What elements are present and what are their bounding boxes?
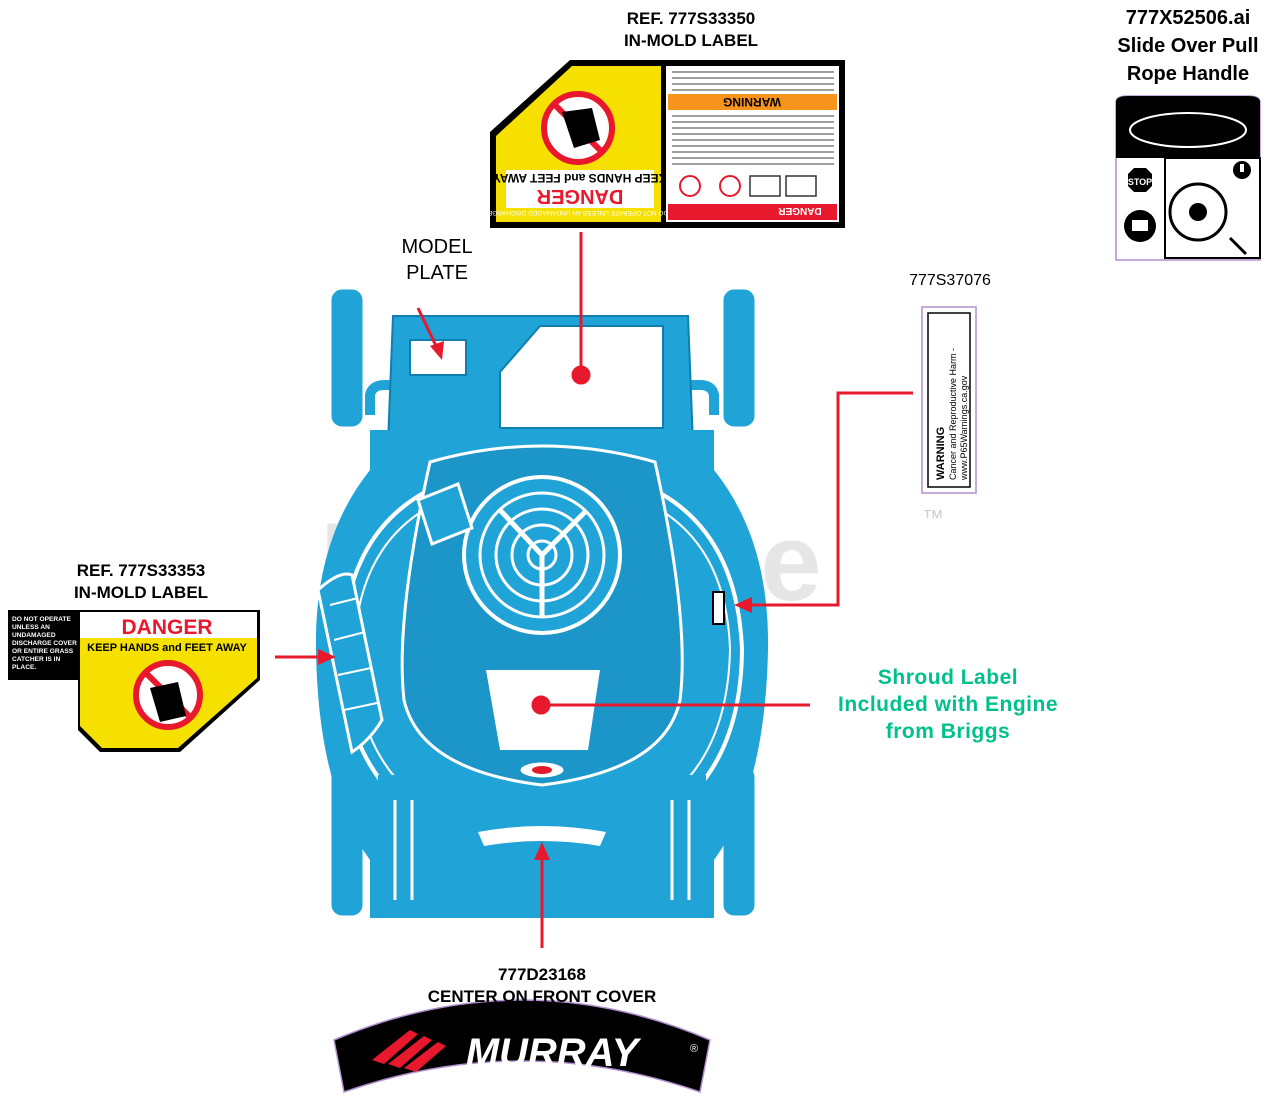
shroud-line-2: Included with Engine	[838, 693, 1058, 716]
side-label-ref: REF. 777S33353	[76, 561, 206, 580]
shroud-line-1: Shroud Label	[877, 666, 1019, 689]
top-label-dot	[571, 365, 591, 385]
prop65-label-slot	[712, 591, 725, 625]
side-discharge-chute	[316, 572, 384, 755]
top-danger-decal: KEEP HANDS and FEET AWAY DANGER DO NOT O…	[487, 60, 845, 228]
shroud-label-callout: Shroud Label Included with Engine from B…	[808, 664, 1088, 745]
svg-text:www.P65Warnings.ca.gov: www.P65Warnings.ca.gov	[959, 375, 969, 481]
prop65-arrowhead	[734, 597, 752, 613]
handle-callout: 777X52506.ai Slide Over Pull Rope Handle	[1098, 4, 1278, 88]
handle-file: 777X52506.ai	[1125, 7, 1251, 29]
chute-ribs	[329, 597, 378, 711]
top-label-ref: REF. 777S33350	[626, 9, 756, 28]
prop65-leader	[752, 391, 913, 607]
svg-text:KEEP HANDS and FEET AWAY: KEEP HANDS and FEET AWAY	[87, 642, 247, 654]
pull-rope-handle-decal: STOP	[1115, 95, 1261, 261]
murray-front-decal: MURRAY ®	[333, 999, 711, 1093]
side-label-type: IN-MOLD LABEL	[73, 583, 209, 602]
svg-text:PLACE.: PLACE.	[12, 664, 36, 671]
watermark-tm: ™	[922, 505, 944, 530]
stop-sign-text: STOP	[1128, 177, 1152, 187]
shroud-line-3: from Briggs	[885, 720, 1011, 743]
model-plate-arrowhead	[430, 341, 444, 360]
recoil-blades	[498, 508, 587, 617]
front-vents	[393, 800, 691, 900]
handle-desc-1: Slide Over Pull	[1117, 35, 1259, 57]
svg-text:DANGER: DANGER	[778, 205, 822, 216]
svg-text:DANGER: DANGER	[121, 616, 212, 639]
handle-desc-2: Rope Handle	[1126, 63, 1250, 85]
model-plate-line-1: MODEL	[401, 236, 473, 258]
svg-text:DO NOT OPERATE: DO NOT OPERATE	[12, 616, 71, 623]
svg-text:UNLESS AN: UNLESS AN	[12, 624, 50, 631]
top-label-type: IN-MOLD LABEL	[623, 31, 759, 50]
prop65-part-number: 777S37076	[909, 272, 991, 289]
front-description: CENTER ON FRONT COVER	[427, 987, 657, 1006]
callout-arrows	[275, 232, 913, 948]
front-cover-callout: 777D23168 CENTER ON FRONT COVER	[392, 964, 692, 1008]
model-plate-line-2: PLATE	[406, 262, 468, 284]
side-danger-decal: DANGER KEEP HANDS and FEET AWAY DO NOT O…	[8, 610, 260, 752]
wheel-rear-right	[720, 286, 758, 430]
svg-text:OR ENTIRE GRASS: OR ENTIRE GRASS	[12, 648, 74, 655]
side-label-callout: REF. 777S33353 IN-MOLD LABEL	[46, 560, 236, 604]
svg-text:DANGER: DANGER	[536, 185, 623, 207]
svg-text:WARNING: WARNING	[935, 427, 947, 480]
model-plate-leader	[416, 307, 439, 349]
svg-text:WARNING: WARNING	[723, 95, 781, 109]
fuel-cap	[416, 482, 474, 546]
front-part-number: 777D23168	[498, 965, 586, 984]
model-plate-callout: MODEL PLATE	[372, 234, 502, 286]
prop65-warning-decal: WARNING Cancer and Reproductive Harm - w…	[921, 306, 977, 494]
murray-brand-text: MURRAY	[466, 1031, 642, 1075]
svg-text:UNDAMAGED: UNDAMAGED	[12, 632, 56, 639]
shroud-dot	[531, 695, 551, 715]
svg-text:Cancer and Reproductive Harm -: Cancer and Reproductive Harm -	[948, 348, 958, 480]
svg-text:KEEP HANDS and FEET AWAY: KEEP HANDS and FEET AWAY	[493, 171, 667, 185]
top-label-callout: REF. 777S33350 IN-MOLD LABEL	[586, 8, 796, 52]
svg-text:DISCHARGE COVER: DISCHARGE COVER	[12, 640, 77, 647]
front-cover-arrowhead	[534, 842, 550, 860]
svg-text:®: ®	[690, 1043, 698, 1055]
front-cover-label-area	[478, 826, 606, 846]
svg-text:CATCHER IS IN: CATCHER IS IN	[12, 656, 60, 663]
side-label-arrowhead	[318, 649, 336, 665]
briggs-logo-center	[532, 766, 552, 774]
svg-text:DO NOT OPERATE UNLESS AN UNDAM: DO NOT OPERATE UNLESS AN UNDAMAGED DISCH…	[487, 209, 668, 216]
wheel-rear-left	[328, 286, 366, 430]
